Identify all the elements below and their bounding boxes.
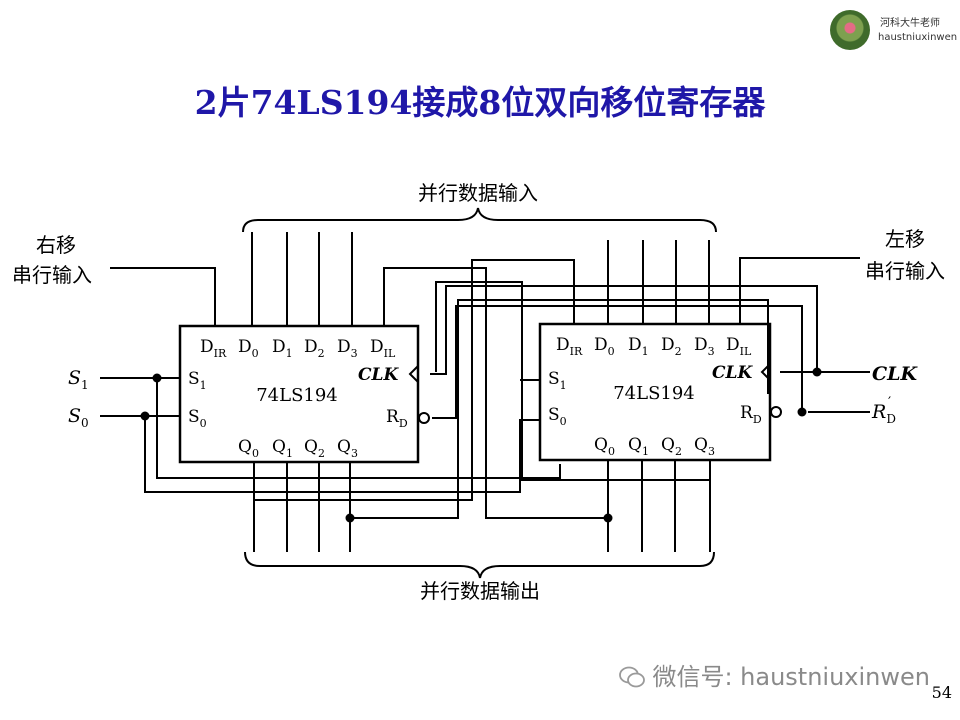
slide-title: 2片74LS194接成8位双向移位寄存器 bbox=[194, 83, 766, 122]
left-pin-s1: S1 bbox=[188, 369, 207, 392]
left-clk-triangle bbox=[408, 365, 419, 383]
left-shift-serial-wire bbox=[739, 257, 860, 324]
output-brace bbox=[244, 551, 715, 579]
right-clk-triangle bbox=[760, 363, 771, 381]
left-pin-d3: D3 bbox=[337, 337, 358, 360]
parallel-input-label: 并行数据输入 bbox=[418, 181, 538, 205]
page-number: 54 bbox=[931, 683, 952, 702]
wechat-watermark: 微信号: haustniuxinwen bbox=[618, 657, 930, 692]
left-pin-d1: D1 bbox=[272, 337, 293, 360]
s1-input-label: S1 bbox=[68, 367, 89, 392]
junction-dot bbox=[603, 513, 613, 523]
right-rd-bubble bbox=[770, 406, 782, 418]
right-pin-rd: RD bbox=[740, 403, 762, 426]
right-pin-clk: CLK bbox=[712, 363, 753, 383]
left-rd-bubble bbox=[418, 412, 430, 424]
right-pin-dil: DIL bbox=[726, 335, 752, 358]
right-pin-q1: Q1 bbox=[628, 435, 649, 458]
right-parallel-input-wires bbox=[607, 240, 710, 324]
right-pin-s1: S1 bbox=[548, 369, 567, 392]
right-pin-q3: Q3 bbox=[694, 435, 715, 458]
logo-name: 河科大牛老师 bbox=[880, 18, 940, 29]
left-shift-label-1: 左移 bbox=[885, 227, 925, 251]
right-pin-q0: Q0 bbox=[594, 435, 615, 458]
right-output-wires bbox=[607, 460, 711, 552]
logo: 河科大牛老师 haustniuxinwen bbox=[826, 8, 958, 52]
left-pin-q0: Q0 bbox=[238, 437, 259, 460]
junction-dot bbox=[345, 513, 355, 523]
right-shift-label-2: 串行输入 bbox=[12, 263, 92, 287]
parallel-output-label: 并行数据输出 bbox=[420, 579, 540, 603]
right-pin-d0: D0 bbox=[594, 335, 615, 358]
left-chip-body bbox=[178, 324, 420, 464]
left-parallel-input-wires bbox=[251, 232, 353, 326]
logo-flower-icon bbox=[830, 10, 870, 50]
s0-input-label: S0 bbox=[68, 405, 89, 430]
right-pin-d2: D2 bbox=[661, 335, 682, 358]
junction-dot bbox=[797, 407, 807, 417]
right-chip-body bbox=[538, 322, 772, 462]
watermark-text: 微信号: haustniuxinwen bbox=[652, 663, 930, 691]
left-output-wires bbox=[253, 462, 351, 552]
left-pin-q1: Q1 bbox=[272, 437, 293, 460]
right-pin-s0: S0 bbox=[548, 405, 567, 428]
junction-dot bbox=[140, 411, 150, 421]
left-chip-name: 74LS194 bbox=[256, 385, 338, 406]
logo-subtitle: haustniuxinwen bbox=[878, 32, 958, 43]
right-chip-name: 74LS194 bbox=[613, 383, 695, 404]
wechat-icon bbox=[619, 666, 646, 688]
right-pin-dir: DIR bbox=[556, 335, 583, 358]
right-pin-q2: Q2 bbox=[661, 435, 682, 458]
right-shift-label-1: 右移 bbox=[36, 233, 76, 257]
left-pin-s0: S0 bbox=[188, 407, 207, 430]
junction-dot bbox=[152, 373, 162, 383]
rd-input-label: RD′ bbox=[871, 395, 896, 426]
right-pin-d1: D1 bbox=[628, 335, 649, 358]
left-pin-rd: RD bbox=[386, 407, 408, 430]
right-pin-d3: D3 bbox=[694, 335, 715, 358]
left-pin-q2: Q2 bbox=[304, 437, 325, 460]
left-pin-d0: D0 bbox=[238, 337, 259, 360]
left-shift-label-2: 串行输入 bbox=[865, 259, 945, 283]
left-pin-dir: DIR bbox=[200, 337, 227, 360]
junction-dot bbox=[812, 367, 822, 377]
left-pin-d2: D2 bbox=[304, 337, 325, 360]
left-pin-q3: Q3 bbox=[337, 437, 358, 460]
input-brace bbox=[242, 207, 717, 233]
left-pin-dil: DIL bbox=[370, 337, 396, 360]
cross-link-a bbox=[383, 267, 608, 519]
clk-input-label: CLK bbox=[872, 363, 918, 385]
right-shift-serial-wire bbox=[110, 267, 216, 326]
left-pin-clk: CLK bbox=[358, 365, 399, 385]
